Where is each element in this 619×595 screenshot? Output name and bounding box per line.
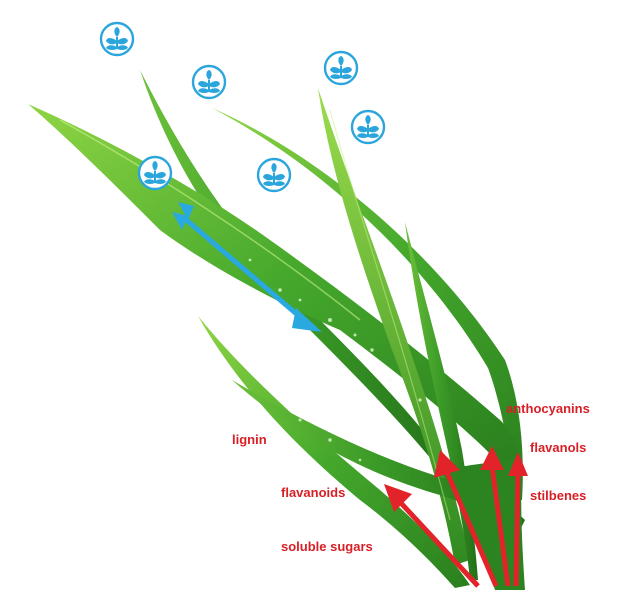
sprout-icon [352,111,384,143]
sprout-icon [193,66,225,98]
sprout-icon [139,157,171,189]
grass-leaves [28,70,525,590]
label-soluble-sugars: soluble sugars [281,539,373,554]
label-anthocyanins: anthocyanins [506,401,590,416]
sprout-icon [101,23,133,55]
label-stilbenes: stilbenes [530,488,586,503]
sprout-icon [258,159,290,191]
label-lignin: lignin [232,432,267,447]
label-flavanoids: flavanoids [281,485,345,500]
sprout-icon [325,52,357,84]
label-flavanols: flavanols [530,440,586,455]
arrow-stilbenes [516,472,518,586]
